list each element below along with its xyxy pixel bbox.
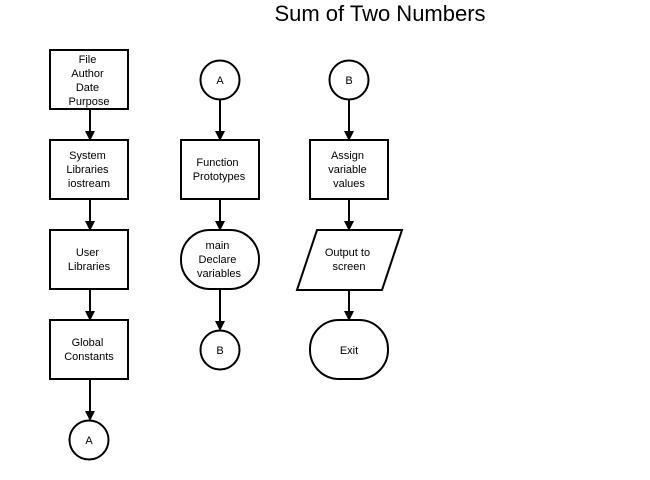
output-screen-text: Output to screen [325,247,373,273]
diagram-title: Sum of Two Numbers [274,1,485,26]
user-libraries-text: User Libraries [68,247,111,273]
global-constants-text: Global Constants [64,337,114,363]
connector-a-out: A [68,419,110,461]
assign-values-text: Assign variable values [328,150,370,190]
main-declare-node: main Declare variables [180,229,260,290]
global-constants-node: Global Constants [49,319,129,380]
function-prototypes-node: Function Prototypes [180,139,260,200]
main-declare-text: main Declare variables [197,240,242,280]
user-libraries-node: User Libraries [49,229,129,290]
connector-b-in-label: B [345,75,352,87]
connector-b-out-label: B [216,345,223,357]
system-libraries-text: System Libraries iostream [66,150,111,190]
connector-a-in-label: A [216,75,224,87]
output-screen-node: Output to screen [295,229,404,291]
exit-node: Exit [309,319,389,380]
connector-b-in: B [328,59,370,101]
assign-values-node: Assign variable values [309,139,389,200]
header-comment-text: File Author Date Purpose [69,54,110,108]
connector-b-out: B [199,329,241,371]
connector-a-out-label: A [85,435,93,447]
exit-text: Exit [340,345,358,357]
header-comment-node: File Author Date Purpose [49,49,129,110]
system-libraries-node: System Libraries iostream [49,139,129,200]
function-prototypes-text: Function Prototypes [193,157,246,183]
connector-a-in: A [199,59,241,101]
